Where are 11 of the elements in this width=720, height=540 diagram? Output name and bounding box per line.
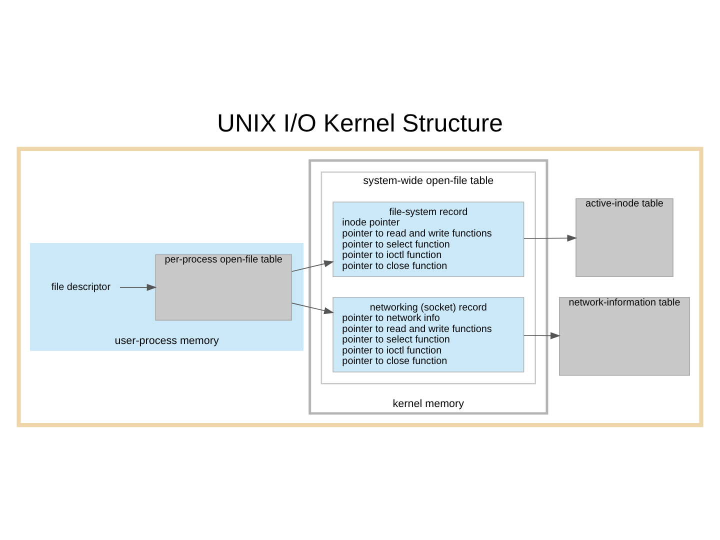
node-box: network-information table xyxy=(559,296,690,376)
arrow xyxy=(523,234,578,242)
arrow xyxy=(523,332,560,340)
node-box: active-inode table xyxy=(576,198,674,278)
node-text: file descriptor xyxy=(51,282,111,293)
cluster xyxy=(16,146,704,428)
node-box: networking (socket) record pointer to network info pointer to read and write functions pointer to select function pointer to ioctl function pointer to close function xyxy=(332,296,524,372)
node-box: file-system record inode pointer pointer to read and write functions pointer to select function pointer to ioctl function pointer to close function xyxy=(332,202,524,278)
arrow xyxy=(120,284,157,291)
diagram-title: UNIX I/O Kernel Structure xyxy=(217,110,503,138)
node-box: per-process open-file table xyxy=(155,254,292,321)
